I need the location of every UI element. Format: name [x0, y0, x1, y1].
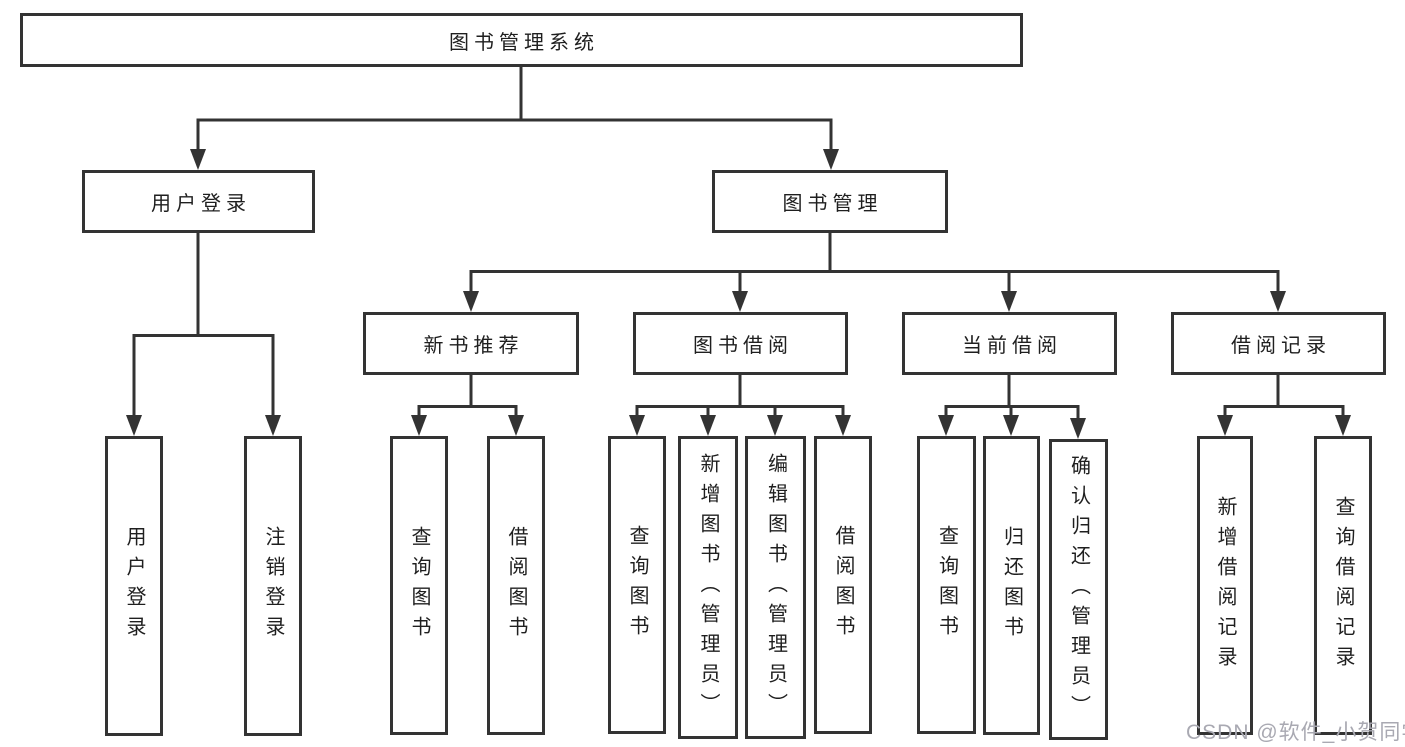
leaf-query-borrow-record: 查询借阅记录 — [1314, 436, 1372, 735]
leaf-add-books-admin-label: 新增图书（管理员） — [697, 452, 719, 723]
arrow-down-icon — [1003, 415, 1019, 436]
arrow-down-icon — [767, 415, 783, 436]
arrow-down-icon — [1001, 291, 1017, 312]
leaf-add-borrow-record: 新增借阅记录 — [1197, 436, 1253, 735]
leaf-query-borrow-record-label: 查询借阅记录 — [1332, 495, 1354, 676]
arrow-down-icon — [700, 415, 716, 436]
leaf-user-login: 用户登录 — [105, 436, 163, 736]
arrow-down-icon — [1217, 415, 1233, 436]
group-borrow-records: 借阅记录 — [1171, 312, 1386, 375]
group-current-borrow: 当前借阅 — [902, 312, 1117, 375]
arrow-down-icon — [463, 291, 479, 312]
group-borrow-records-label: 借阅记录 — [1231, 335, 1331, 357]
branch-user-login: 用户登录 — [82, 170, 315, 233]
leaf-borrow-books-recommend: 借阅图书 — [487, 436, 545, 735]
arrow-down-icon — [265, 415, 281, 436]
arrow-down-icon — [508, 415, 524, 436]
arrow-down-icon — [835, 415, 851, 436]
arrow-down-icon — [126, 415, 142, 436]
leaf-return-books: 归还图书 — [983, 436, 1040, 735]
leaf-logout: 注销登录 — [244, 436, 302, 736]
branch-user-login-label: 用户登录 — [151, 193, 251, 215]
leaf-confirm-return-admin-label: 确认归还（管理员） — [1067, 454, 1090, 725]
leaf-user-login-label: 用户登录 — [123, 526, 145, 646]
leaf-borrow-books-recommend-label: 借阅图书 — [505, 525, 527, 646]
leaf-query-books-borrow-label: 查询图书 — [626, 525, 648, 645]
leaf-return-books-label: 归还图书 — [1000, 525, 1023, 646]
leaf-query-books-recommend-label: 查询图书 — [408, 525, 430, 646]
arrow-down-icon — [411, 415, 427, 436]
leaf-confirm-return-admin: 确认归还（管理员） — [1049, 439, 1108, 740]
group-book-borrow: 图书借阅 — [633, 312, 848, 375]
group-current-borrow-label: 当前借阅 — [962, 335, 1062, 357]
leaf-edit-books-admin: 编辑图书（管理员） — [745, 436, 806, 739]
group-new-book-recommend: 新书推荐 — [363, 312, 579, 375]
group-new-book-recommend-label: 新书推荐 — [423, 335, 524, 357]
leaf-query-books-recommend: 查询图书 — [390, 436, 448, 735]
arrow-down-icon — [732, 291, 748, 312]
csdn-watermark: CSDN @软件_小贺同学 — [1186, 721, 1405, 744]
leaf-add-books-admin: 新增图书（管理员） — [678, 436, 738, 739]
branch-book-management-label: 图书管理 — [782, 193, 883, 215]
leaf-logout-label: 注销登录 — [262, 526, 284, 646]
leaf-query-books-borrow: 查询图书 — [608, 436, 666, 734]
group-book-borrow-label: 图书借阅 — [693, 335, 793, 357]
arrow-down-icon — [1270, 291, 1286, 312]
leaf-query-books-current: 查询图书 — [917, 436, 976, 734]
arrow-down-icon — [629, 415, 645, 436]
root-box-label: 图书管理系统 — [449, 31, 599, 54]
arrow-down-icon — [823, 149, 839, 170]
arrow-down-icon — [190, 149, 206, 170]
arrow-down-icon — [1070, 418, 1086, 439]
leaf-add-borrow-record-label: 新增借阅记录 — [1214, 495, 1236, 676]
arrow-down-icon — [938, 415, 954, 436]
leaf-edit-books-admin-label: 编辑图书（管理员） — [764, 452, 787, 723]
leaf-borrow-books-borrow: 借阅图书 — [814, 436, 872, 734]
leaf-borrow-books-borrow-label: 借阅图书 — [832, 525, 854, 645]
leaf-query-books-current-label: 查询图书 — [935, 525, 958, 645]
arrow-down-icon — [1335, 415, 1351, 436]
branch-book-management: 图书管理 — [712, 170, 948, 233]
root-box: 图书管理系统 — [20, 13, 1023, 67]
